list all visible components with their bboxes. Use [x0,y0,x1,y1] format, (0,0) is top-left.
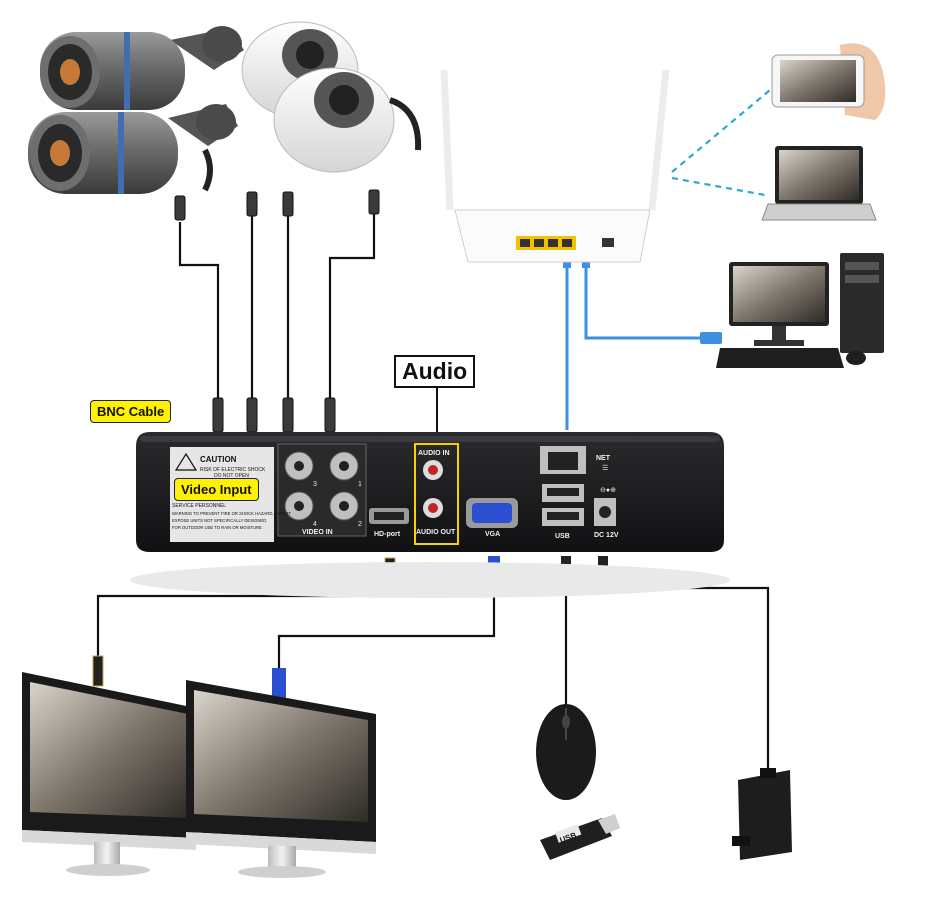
warning-line1: SERVICE PERSONNEL [172,503,226,509]
power-adapter [732,768,792,860]
laptop [761,146,877,221]
dc-polarity-symbol: ⊖●⊕ [600,487,616,494]
warning-line4: FOR OUTDOOR USE TO RAIN OR MOISTURE [172,525,262,530]
network-cables [565,265,700,430]
channel-1-label: 1 [358,481,362,488]
audio-callout: Audio [394,355,476,388]
bullet-camera-bottom [28,104,238,194]
caution-line2: DO NOT OPEN [214,473,249,479]
dc-label: DC 12V [594,532,619,539]
dvr-panel-labels: CAUTION RISK OF ELECTRIC SHOCK DO NOT OP… [172,450,619,540]
video-input-callout: Video Input [174,478,259,501]
caution-line1: RISK OF ELECTRIC SHOCK [200,467,266,473]
dvr-recorder: ☰ ⊖●⊕ [130,432,730,598]
usb-mouse [536,704,596,800]
bnc-cable-callout: BNC Cable [90,400,172,423]
usb-label: USB [555,533,570,540]
channel-2-label: 2 [358,521,362,528]
audio-in-label: AUDIO IN [418,450,450,457]
wireless-links [671,89,771,197]
dome-camera-front [273,67,422,173]
bnc-connectors [174,189,380,433]
warning-line2: WARNING TO PREVENT FIRE OR SHOCK HAZARD,… [172,511,291,516]
caution-title: CAUTION [200,455,237,464]
bullet-camera-top [40,26,244,110]
net-label: NET [596,455,611,462]
smartphone [771,43,886,121]
vga-monitor [186,680,376,878]
hdmi-monitor [22,672,196,876]
vga-label: VGA [485,531,500,538]
usb-flash-drive: USB [540,814,620,860]
wifi-router [440,69,670,263]
bnc-cables [178,200,376,398]
warning-line3: EXPOSE UNITS NOT SPECIFICALLY DESIGNED [172,518,266,523]
audio-out-label: AUDIO OUT [416,529,456,536]
channel-3-label: 3 [313,481,317,488]
video-in-label: VIDEO IN [302,529,333,536]
desktop-pc [716,253,884,368]
rj45-plug [700,332,722,344]
net-symbol: ☰ [602,465,608,472]
channel-4-label: 4 [313,521,317,528]
hd-port-label: HD-port [374,531,401,538]
